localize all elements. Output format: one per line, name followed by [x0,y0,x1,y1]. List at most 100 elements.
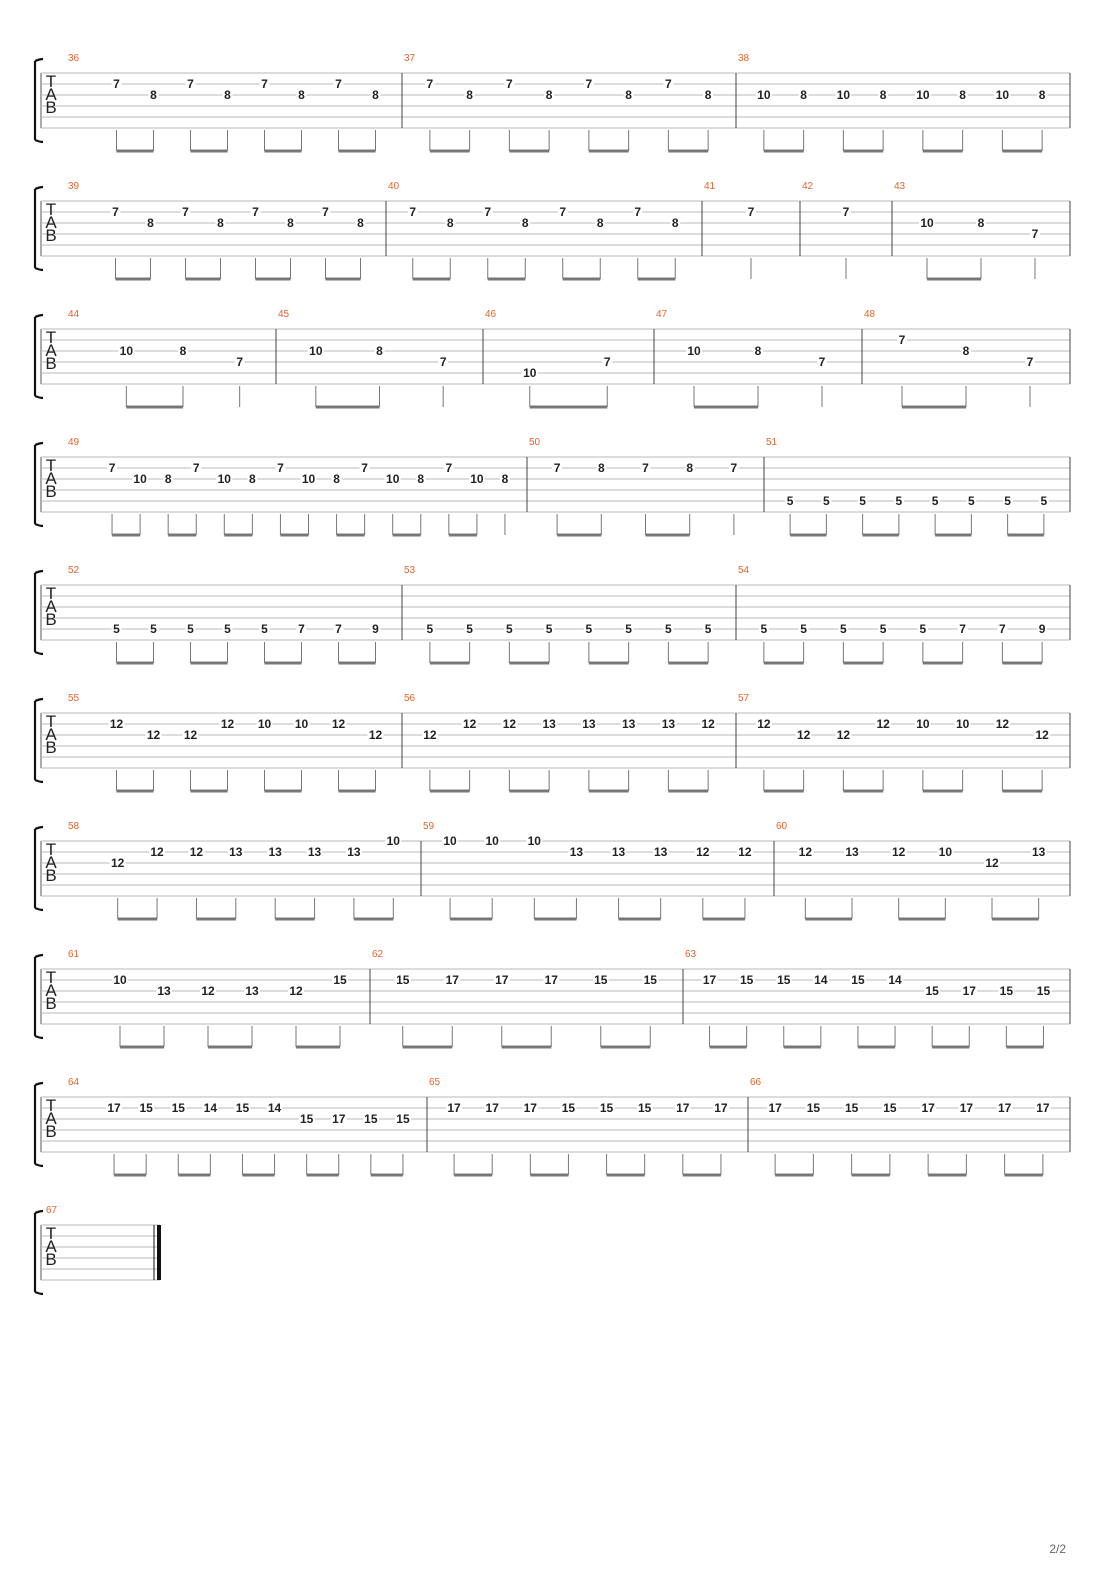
fret-number: 17 [960,1101,974,1115]
fret-background [482,206,493,218]
fret-background [930,495,941,507]
fret-number: 7 [113,77,120,91]
fret-background [1034,729,1051,741]
fret-background [461,718,478,730]
fret-background [384,473,401,485]
measure-number: 38 [738,53,750,64]
fret-number: 17 [447,1101,461,1115]
fret-number: 7 [322,205,329,219]
fret-number: 10 [120,344,134,358]
measure-number: 62 [372,949,384,960]
fret-background [957,89,968,101]
fret-number: 17 [1036,1101,1050,1115]
fret-background [632,206,643,218]
fret-background [642,974,659,986]
fret-number: 15 [333,973,347,987]
fret-background [247,473,258,485]
tab-clef-letter: A [45,85,57,104]
fret-background [1002,495,1013,507]
fret-number: 7 [427,77,434,91]
fret-background [526,835,543,847]
tab-clef-letter: T [46,328,56,347]
fret-number: 10 [218,472,232,486]
tab-clef-letter: B [45,482,56,501]
fret-background [844,846,860,858]
fret-number: 7 [261,77,268,91]
fret-number: 10 [837,88,851,102]
fret-background [544,89,555,101]
fret-number: 5 [113,622,120,636]
tab-clef-letter: T [46,840,56,859]
fret-number: 8 [755,344,762,358]
fret-number: 5 [187,622,194,636]
fret-background [920,1102,937,1114]
fret-background [156,985,172,997]
fret-background [1025,356,1035,368]
fret-background [180,206,191,218]
fret-background [857,495,868,507]
fret-background [138,1102,155,1114]
fret-background [602,356,613,368]
measure-number: 57 [738,693,750,704]
fret-number: 7 [361,461,368,475]
fret-number: 15 [364,1112,378,1126]
fret-number: 7 [109,461,116,475]
fret-background [493,974,510,986]
fret-number: 8 [287,216,294,230]
fret-number: 10 [939,845,953,859]
fret-number: 15 [139,1101,153,1115]
fret-number: 8 [249,472,256,486]
fret-background [446,1102,463,1114]
fret-number: 8 [217,216,224,230]
fret-number: 15 [644,973,658,987]
fret-number: 17 [524,1101,538,1115]
fret-number: 5 [932,494,939,508]
fret-background [443,462,454,474]
fret-background [355,217,366,229]
fret-background [592,974,609,986]
fret-number: 10 [757,88,771,102]
fret-background [145,729,162,741]
fret-number: 10 [309,344,323,358]
fret-background [583,78,594,90]
fret-number: 8 [502,472,509,486]
fret-background [424,78,435,90]
fret-number: 7 [484,205,491,219]
fret-number: 5 [800,622,807,636]
fret-background [188,846,205,858]
fret-background [961,345,971,357]
fret-number: 12 [111,856,125,870]
fret-background [200,985,216,997]
fret-number: 10 [916,88,930,102]
fret-number: 10 [486,834,500,848]
fret-background [332,974,348,986]
tab-clef-letter: A [45,725,57,744]
fret-number: 7 [554,461,561,475]
tab-clef-letter: B [45,1122,56,1141]
fret-number: 13 [1032,845,1046,859]
measure-number: 46 [485,309,497,320]
fret-number: 12 [221,717,235,731]
fret-number: 5 [787,494,794,508]
fret-number: 8 [597,216,604,230]
fret-background [522,1102,539,1114]
fret-background [227,846,244,858]
fret-number: 17 [545,973,559,987]
fret-background [285,217,296,229]
fret-number: 7 [819,355,826,369]
fret-number: 13 [845,845,859,859]
fret-background [191,462,202,474]
fret-background [394,1113,411,1125]
fret-background [163,473,174,485]
fret-background [994,89,1011,101]
fret-number: 10 [258,717,272,731]
fret-number: 17 [963,984,977,998]
fret-background [817,356,827,368]
fret-number: 14 [204,1101,218,1115]
fret-number: 7 [409,205,416,219]
fret-number: 7 [440,355,447,369]
fret-background [499,473,510,485]
fret-number: 5 [1041,494,1048,508]
fret-background [222,89,233,101]
fret-number: 12 [996,717,1010,731]
